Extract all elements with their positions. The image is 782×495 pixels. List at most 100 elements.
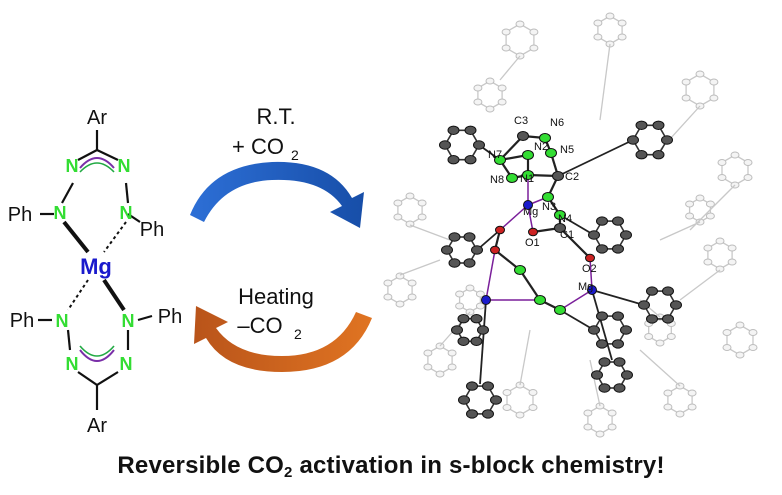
bottom-ar-label: Ar — [87, 415, 107, 437]
reverse-condition-subscript: 2 — [294, 326, 302, 342]
ghost-atom — [393, 213, 403, 221]
mg-n-wedge-bond — [62, 220, 90, 254]
carbon-atom — [554, 223, 566, 233]
nitrogen-atom — [539, 133, 551, 143]
ghost-atom — [681, 94, 691, 102]
carbon-atom — [598, 357, 611, 367]
magnesium-atom — [523, 200, 533, 210]
carbon-atom — [596, 244, 608, 254]
carbon-atom — [463, 258, 476, 268]
carbon-atom — [646, 314, 658, 324]
carbon-atom — [457, 336, 470, 346]
ghost-atom — [529, 44, 539, 52]
carbon-atom — [482, 381, 494, 391]
crystal-atom-label: O1 — [525, 237, 540, 249]
nitrogen-atom — [514, 265, 526, 275]
ghost-atom — [501, 44, 511, 52]
carbon-atom — [470, 336, 483, 346]
carbon-atom — [588, 230, 600, 240]
carbon-atom — [621, 370, 633, 380]
ghost-atom — [705, 212, 715, 220]
ph-label: Ph — [158, 306, 182, 328]
n-atom-label: N — [118, 156, 131, 176]
ghost-atom — [687, 403, 697, 411]
ghost-atom — [717, 174, 727, 181]
crystal-atoms — [439, 120, 682, 419]
crystal-atom-label: N1 — [520, 173, 534, 185]
ghost-atom — [475, 302, 485, 310]
ph-label: Ph — [8, 204, 32, 226]
ghost-atom — [685, 200, 695, 208]
carbon-atom — [612, 244, 624, 254]
carbon-atom — [464, 125, 477, 136]
top-ring-bonds — [40, 130, 141, 223]
ghost-atom — [727, 244, 737, 252]
ghost-atom — [501, 28, 511, 36]
mg-n-dashed-bond-lower — [67, 279, 89, 311]
crystal-atom-label: N4 — [558, 213, 572, 225]
carbon-atom — [613, 383, 626, 393]
ghost-atom — [617, 33, 627, 41]
carbon-atom — [473, 140, 485, 150]
carbon-atom — [466, 409, 478, 419]
carbon-atom — [447, 125, 460, 136]
ghost-substituents — [383, 12, 758, 438]
crystal-atom-label: Mg — [578, 281, 593, 293]
ghost-atom — [695, 194, 705, 202]
carbon-atom — [439, 140, 451, 150]
ghost-atom — [593, 19, 603, 27]
carbon-atom — [448, 258, 461, 268]
carbon-atom — [620, 230, 632, 240]
ghost-atom — [607, 409, 617, 417]
ghost-atom — [447, 363, 457, 371]
reverse-condition-heating: Heating — [238, 284, 314, 309]
ghost-atom — [735, 351, 745, 359]
ghost-atom — [703, 244, 713, 252]
magnesium-atom — [481, 295, 491, 305]
ghost-atom — [435, 370, 445, 378]
mg-atom-label: Mg — [80, 254, 112, 279]
ghost-atom — [447, 349, 457, 357]
carbon-atom — [613, 357, 626, 367]
top-ar-label: Ar — [87, 107, 107, 129]
forward-arrow — [190, 161, 364, 228]
oxygen-atom — [495, 225, 505, 235]
caption-suffix: activation in s-block chemistry! — [292, 452, 665, 479]
carbon-atom — [652, 120, 665, 131]
ghost-atom — [497, 84, 507, 92]
ghost-atom — [709, 94, 719, 102]
ghost-atom — [529, 28, 539, 36]
ghost-atom — [695, 70, 705, 78]
ghost-atom — [383, 293, 393, 301]
carbon-atom — [552, 171, 564, 181]
ghost-atom — [583, 409, 593, 417]
ghost-atom — [407, 279, 417, 287]
carbon-atom — [463, 232, 476, 242]
ghost-atom — [666, 333, 676, 340]
n-atom-label: N — [54, 203, 67, 223]
caption: Reversible CO2 activation in s-block che… — [0, 452, 782, 481]
ghost-atom — [465, 284, 475, 292]
ghost-atom — [515, 20, 525, 28]
ghost-atom — [607, 423, 617, 431]
ghost-atom — [663, 403, 673, 411]
ghost-atom — [393, 199, 403, 207]
ghost-atom — [735, 321, 745, 329]
ghost-atom — [417, 213, 427, 221]
ghost-atom — [497, 98, 507, 106]
crystal-atom-label: N3 — [542, 201, 556, 213]
forward-condition-reagent: + CO — [232, 134, 284, 159]
crystal-atom-label: N5 — [560, 144, 574, 156]
ghost-atom — [727, 258, 737, 266]
nitrogen-atom — [554, 210, 566, 220]
ghost-atom — [709, 78, 719, 86]
carbon-atom — [620, 325, 632, 335]
n-atom-label: N — [66, 156, 79, 176]
crystal-atom-label: N6 — [550, 117, 564, 129]
ghost-atom — [485, 77, 495, 85]
magnesium-complex-structure: Ar N N N N Ph Ph Mg Ph Ph N N N N Ar — [8, 107, 182, 437]
ghost-atom — [743, 159, 753, 166]
top-delocalization-arc-inner — [79, 162, 115, 173]
